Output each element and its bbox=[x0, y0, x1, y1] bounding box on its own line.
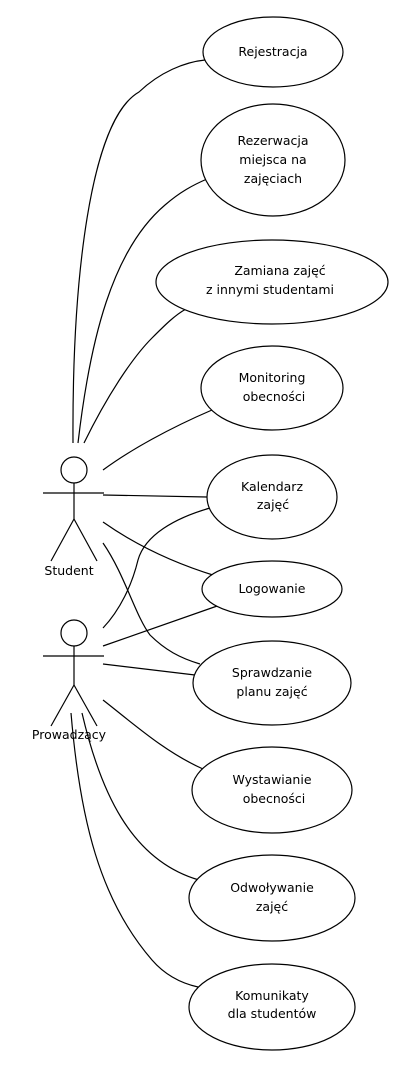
association-student-rezerwacja bbox=[77, 178, 208, 444]
use-case-zamiana[interactable]: Zamiana zajęć z innymi studentami bbox=[155, 239, 389, 325]
association-prowadzacy-komunikaty bbox=[70, 712, 199, 988]
use-case-label: Komunikaty bbox=[235, 988, 309, 1003]
use-case-label: Rezerwacja bbox=[237, 133, 308, 148]
use-case-label: planu zajęć bbox=[236, 684, 307, 699]
stick-figure-icon bbox=[43, 619, 104, 727]
association-student-monitoring bbox=[102, 409, 213, 471]
association-student-zamiana bbox=[83, 308, 187, 444]
association-student-logowanie bbox=[102, 521, 217, 577]
stick-figure-icon bbox=[43, 456, 104, 562]
use-case-rejestracja[interactable]: Rejestracja bbox=[202, 16, 344, 88]
association-prowadzacy-odwolywanie bbox=[81, 712, 200, 881]
use-case-monitoring[interactable]: Monitoring obecności bbox=[200, 345, 344, 431]
use-case-label: Odwoływanie bbox=[230, 880, 314, 895]
association-student-kalendarz bbox=[102, 494, 208, 498]
association-student-sprawdzanie bbox=[102, 542, 201, 665]
use-case-logowanie[interactable]: Logowanie bbox=[201, 560, 343, 618]
actor-prowadzacy[interactable]: Prowadzący bbox=[32, 619, 107, 742]
use-case-wystawianie[interactable]: Wystawianie obecności bbox=[191, 746, 353, 834]
association-prowadzacy-wystawianie bbox=[102, 699, 204, 770]
use-case-label: Wystawianie bbox=[232, 772, 311, 787]
use-case-label: obecności bbox=[243, 791, 306, 806]
association-prowadzacy-logowanie bbox=[102, 604, 221, 647]
use-case-sprawdzanie[interactable]: Sprawdzanie planu zajęć bbox=[192, 640, 352, 726]
actor-label: Prowadzący bbox=[32, 727, 107, 742]
use-case-label: zajęciach bbox=[244, 171, 302, 186]
use-case-label: Sprawdzanie bbox=[232, 665, 312, 680]
use-case-label: obecności bbox=[243, 389, 306, 404]
use-case-label: zajęć bbox=[256, 899, 288, 914]
use-case-kalendarz[interactable]: Kalendarz zajęć bbox=[206, 454, 338, 540]
use-case-label: Logowanie bbox=[239, 581, 306, 596]
use-case-label: zajęć bbox=[257, 497, 289, 512]
use-cases: Rejestracja Rezerwacja miejsca na zajęci… bbox=[155, 16, 389, 1051]
associations bbox=[70, 59, 221, 988]
use-case-label: z innymi studentami bbox=[206, 282, 334, 297]
use-case-komunikaty[interactable]: Komunikaty dla studentów bbox=[188, 963, 356, 1051]
use-case-label: dla studentów bbox=[228, 1006, 317, 1021]
use-case-label: Zamiana zajęć bbox=[234, 263, 325, 278]
actor-label: Student bbox=[44, 563, 93, 578]
association-student-rejestracja bbox=[72, 59, 206, 444]
use-case-label: miejsca na bbox=[239, 152, 306, 167]
use-case-rezerwacja[interactable]: Rezerwacja miejsca na zajęciach bbox=[200, 103, 346, 217]
use-case-label: Rejestracja bbox=[238, 44, 307, 59]
use-case-label: Monitoring bbox=[239, 370, 306, 385]
association-prowadzacy-kalendarz bbox=[102, 507, 211, 629]
actor-student[interactable]: Student bbox=[43, 456, 104, 578]
use-case-odwolywanie[interactable]: Odwoływanie zajęć bbox=[188, 854, 356, 942]
use-case-label: Kalendarz bbox=[241, 479, 303, 494]
association-prowadzacy-sprawdzanie bbox=[102, 663, 196, 676]
